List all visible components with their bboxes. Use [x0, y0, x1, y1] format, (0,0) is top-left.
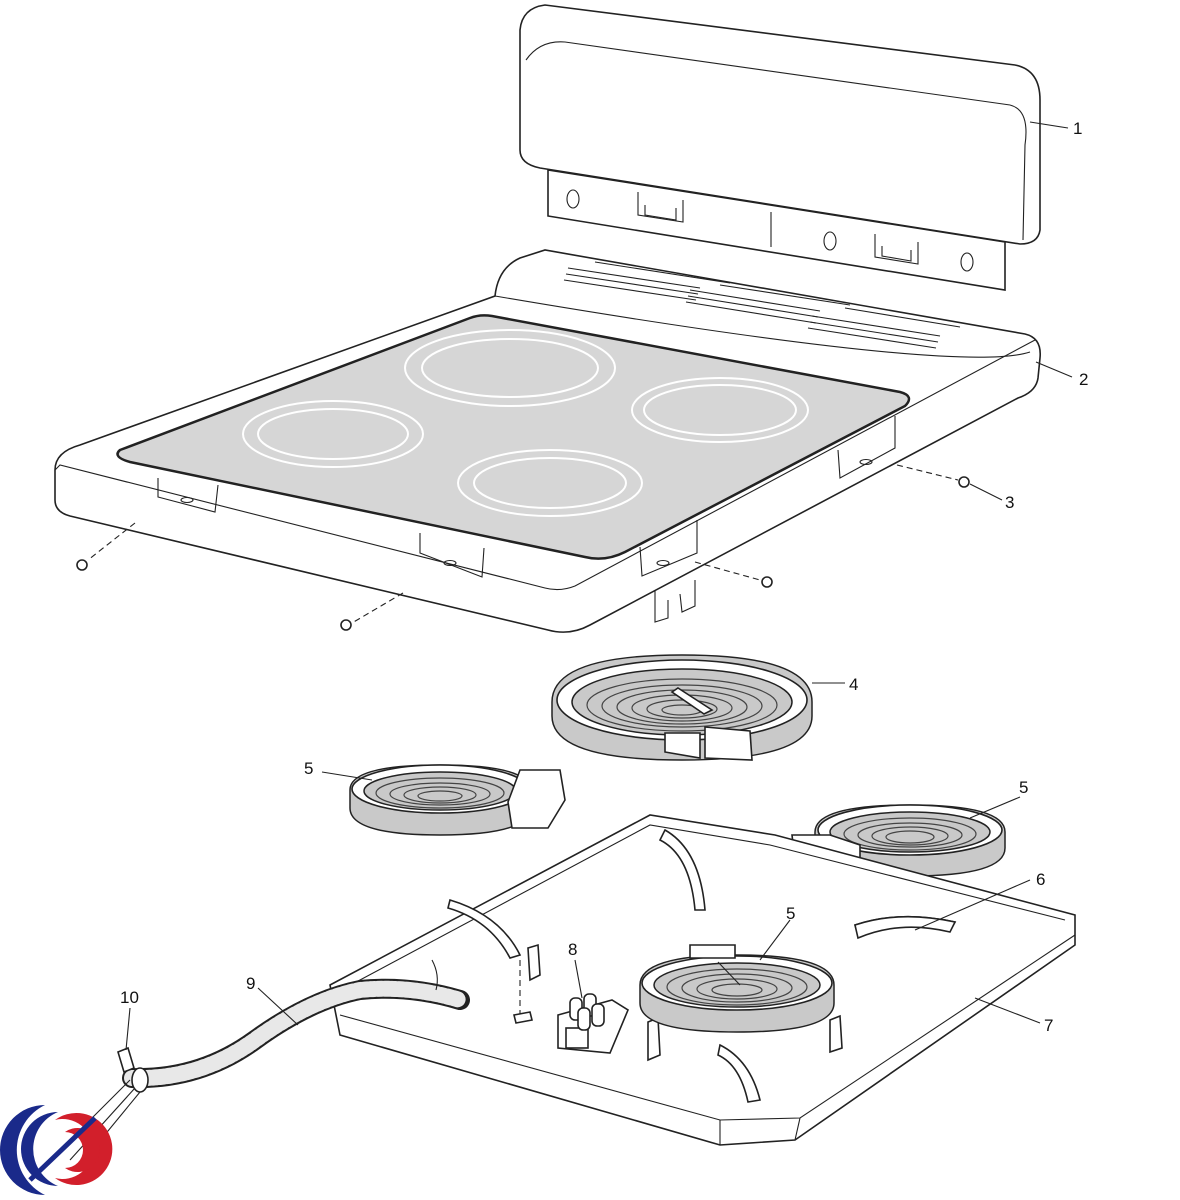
brand-logo-icon — [0, 1105, 113, 1195]
part-label-6: 6 — [1036, 870, 1045, 889]
screw-parts — [76, 464, 970, 631]
cooktop-frame-part — [54, 249, 1042, 633]
mounting-brackets — [157, 416, 896, 623]
terminal-block-part — [557, 993, 630, 1054]
part-label-5-left: 5 — [304, 759, 313, 778]
part-number-labels: 1 2 3 4 5 5 5 6 7 8 9 10 — [120, 119, 1088, 1035]
radiant-element-left — [349, 764, 566, 836]
backguard-part — [519, 4, 1041, 291]
cable-clamp-part — [117, 1046, 149, 1093]
large-radiant-element-part — [551, 654, 813, 761]
clip-part — [854, 915, 957, 940]
part-label-4: 4 — [849, 675, 858, 694]
leader-lines — [125, 121, 1073, 1051]
part-label-8: 8 — [568, 940, 577, 959]
part-label-10: 10 — [120, 988, 139, 1007]
glass-cooktop — [116, 314, 911, 560]
part-label-1: 1 — [1073, 119, 1082, 138]
part-label-5-right: 5 — [1019, 778, 1028, 797]
radiant-element-center — [639, 944, 835, 1033]
part-label-3: 3 — [1005, 493, 1014, 512]
part-label-9: 9 — [246, 974, 255, 993]
part-label-2: 2 — [1079, 370, 1088, 389]
part-label-7: 7 — [1044, 1016, 1053, 1035]
vent-slots — [563, 261, 961, 349]
burner-ring-markings — [242, 329, 809, 517]
part-label-5-center: 5 — [786, 904, 795, 923]
